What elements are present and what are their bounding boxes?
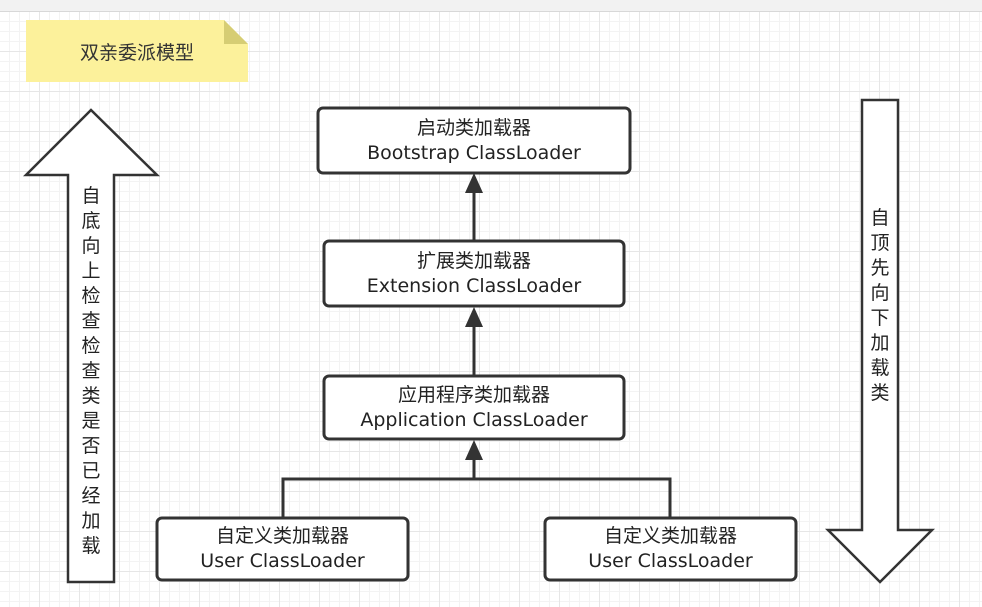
bootstrap-label-en: Bootstrap ClassLoader xyxy=(367,141,581,164)
extension-box-shape xyxy=(322,239,626,308)
extension-label-zh: 扩展类加载器 xyxy=(416,249,531,272)
vertical-char: 载 xyxy=(870,357,890,379)
note-body xyxy=(26,20,248,82)
user-left-box-shape xyxy=(155,516,410,582)
arrowheads xyxy=(465,173,483,460)
application-label-en: Application ClassLoader xyxy=(360,408,588,431)
extension-label-en: Extension ClassLoader xyxy=(366,274,582,297)
vertical-char: 载 xyxy=(81,535,101,557)
arrowhead-to-application xyxy=(465,440,483,460)
user-right-label-en: User ClassLoader xyxy=(588,550,753,572)
user-right-box-shape xyxy=(543,516,798,582)
vertical-char: 加 xyxy=(870,332,890,354)
vertical-char: 类 xyxy=(81,385,101,407)
connector-lines xyxy=(281,193,672,518)
user-right-label-zh: 自定义类加载器 xyxy=(603,525,737,547)
vertical-char: 自 xyxy=(81,185,101,207)
bottom-up-arrow-label: 自底向上检查检查类是否已经加载 xyxy=(68,184,114,559)
application-label-zh: 应用程序类加载器 xyxy=(397,383,550,406)
vertical-char: 上 xyxy=(81,260,101,282)
bootstrap-label-zh: 启动类加载器 xyxy=(416,116,531,139)
vertical-char: 检 xyxy=(81,335,101,357)
vertical-char: 下 xyxy=(870,307,890,329)
user-left-label-en: User ClassLoader xyxy=(200,550,365,572)
bottom-up-arrow[interactable] xyxy=(22,108,161,584)
note-fold xyxy=(224,20,248,44)
top-down-arrow[interactable] xyxy=(824,98,936,584)
user-left-label-zh: 自定义类加载器 xyxy=(215,525,349,547)
arrowhead-to-bootstrap xyxy=(465,173,483,193)
application-box-shape xyxy=(322,374,626,441)
vertical-char: 类 xyxy=(870,382,890,404)
vertical-char: 加 xyxy=(81,510,101,532)
top-down-arrow-label: 自顶先向下加载类 xyxy=(862,206,898,406)
vertical-char: 自 xyxy=(870,207,890,229)
box-shapes xyxy=(155,106,798,582)
title-note[interactable] xyxy=(26,20,248,82)
bootstrap-classloader-box[interactable]: 启动类加载器 Bootstrap ClassLoader xyxy=(318,108,630,173)
vertical-char: 经 xyxy=(81,485,101,507)
vertical-char: 底 xyxy=(81,210,101,232)
top-toolbar-strip xyxy=(0,0,982,12)
note-title: 双亲委派模型 xyxy=(79,41,194,64)
user-classloader-box-right[interactable]: 自定义类加载器 User ClassLoader xyxy=(545,518,796,580)
arrowhead-to-extension xyxy=(465,307,483,327)
vertical-char: 向 xyxy=(81,235,101,257)
vertical-char: 已 xyxy=(81,460,101,482)
user-classloader-box-left[interactable]: 自定义类加载器 User ClassLoader xyxy=(157,518,408,580)
vertical-char: 顶 xyxy=(870,232,890,254)
extension-classloader-box[interactable]: 扩展类加载器 Extension ClassLoader xyxy=(324,241,624,306)
bootstrap-box-shape xyxy=(316,106,632,175)
vertical-char: 否 xyxy=(81,435,101,457)
vertical-char: 检 xyxy=(81,285,101,307)
vertical-char: 先 xyxy=(870,257,890,279)
vertical-char: 向 xyxy=(870,282,890,304)
vertical-char: 是 xyxy=(81,410,101,432)
vertical-char: 查 xyxy=(81,310,101,332)
application-classloader-box[interactable]: 应用程序类加载器 Application ClassLoader xyxy=(324,376,624,439)
vertical-char: 查 xyxy=(81,360,101,382)
